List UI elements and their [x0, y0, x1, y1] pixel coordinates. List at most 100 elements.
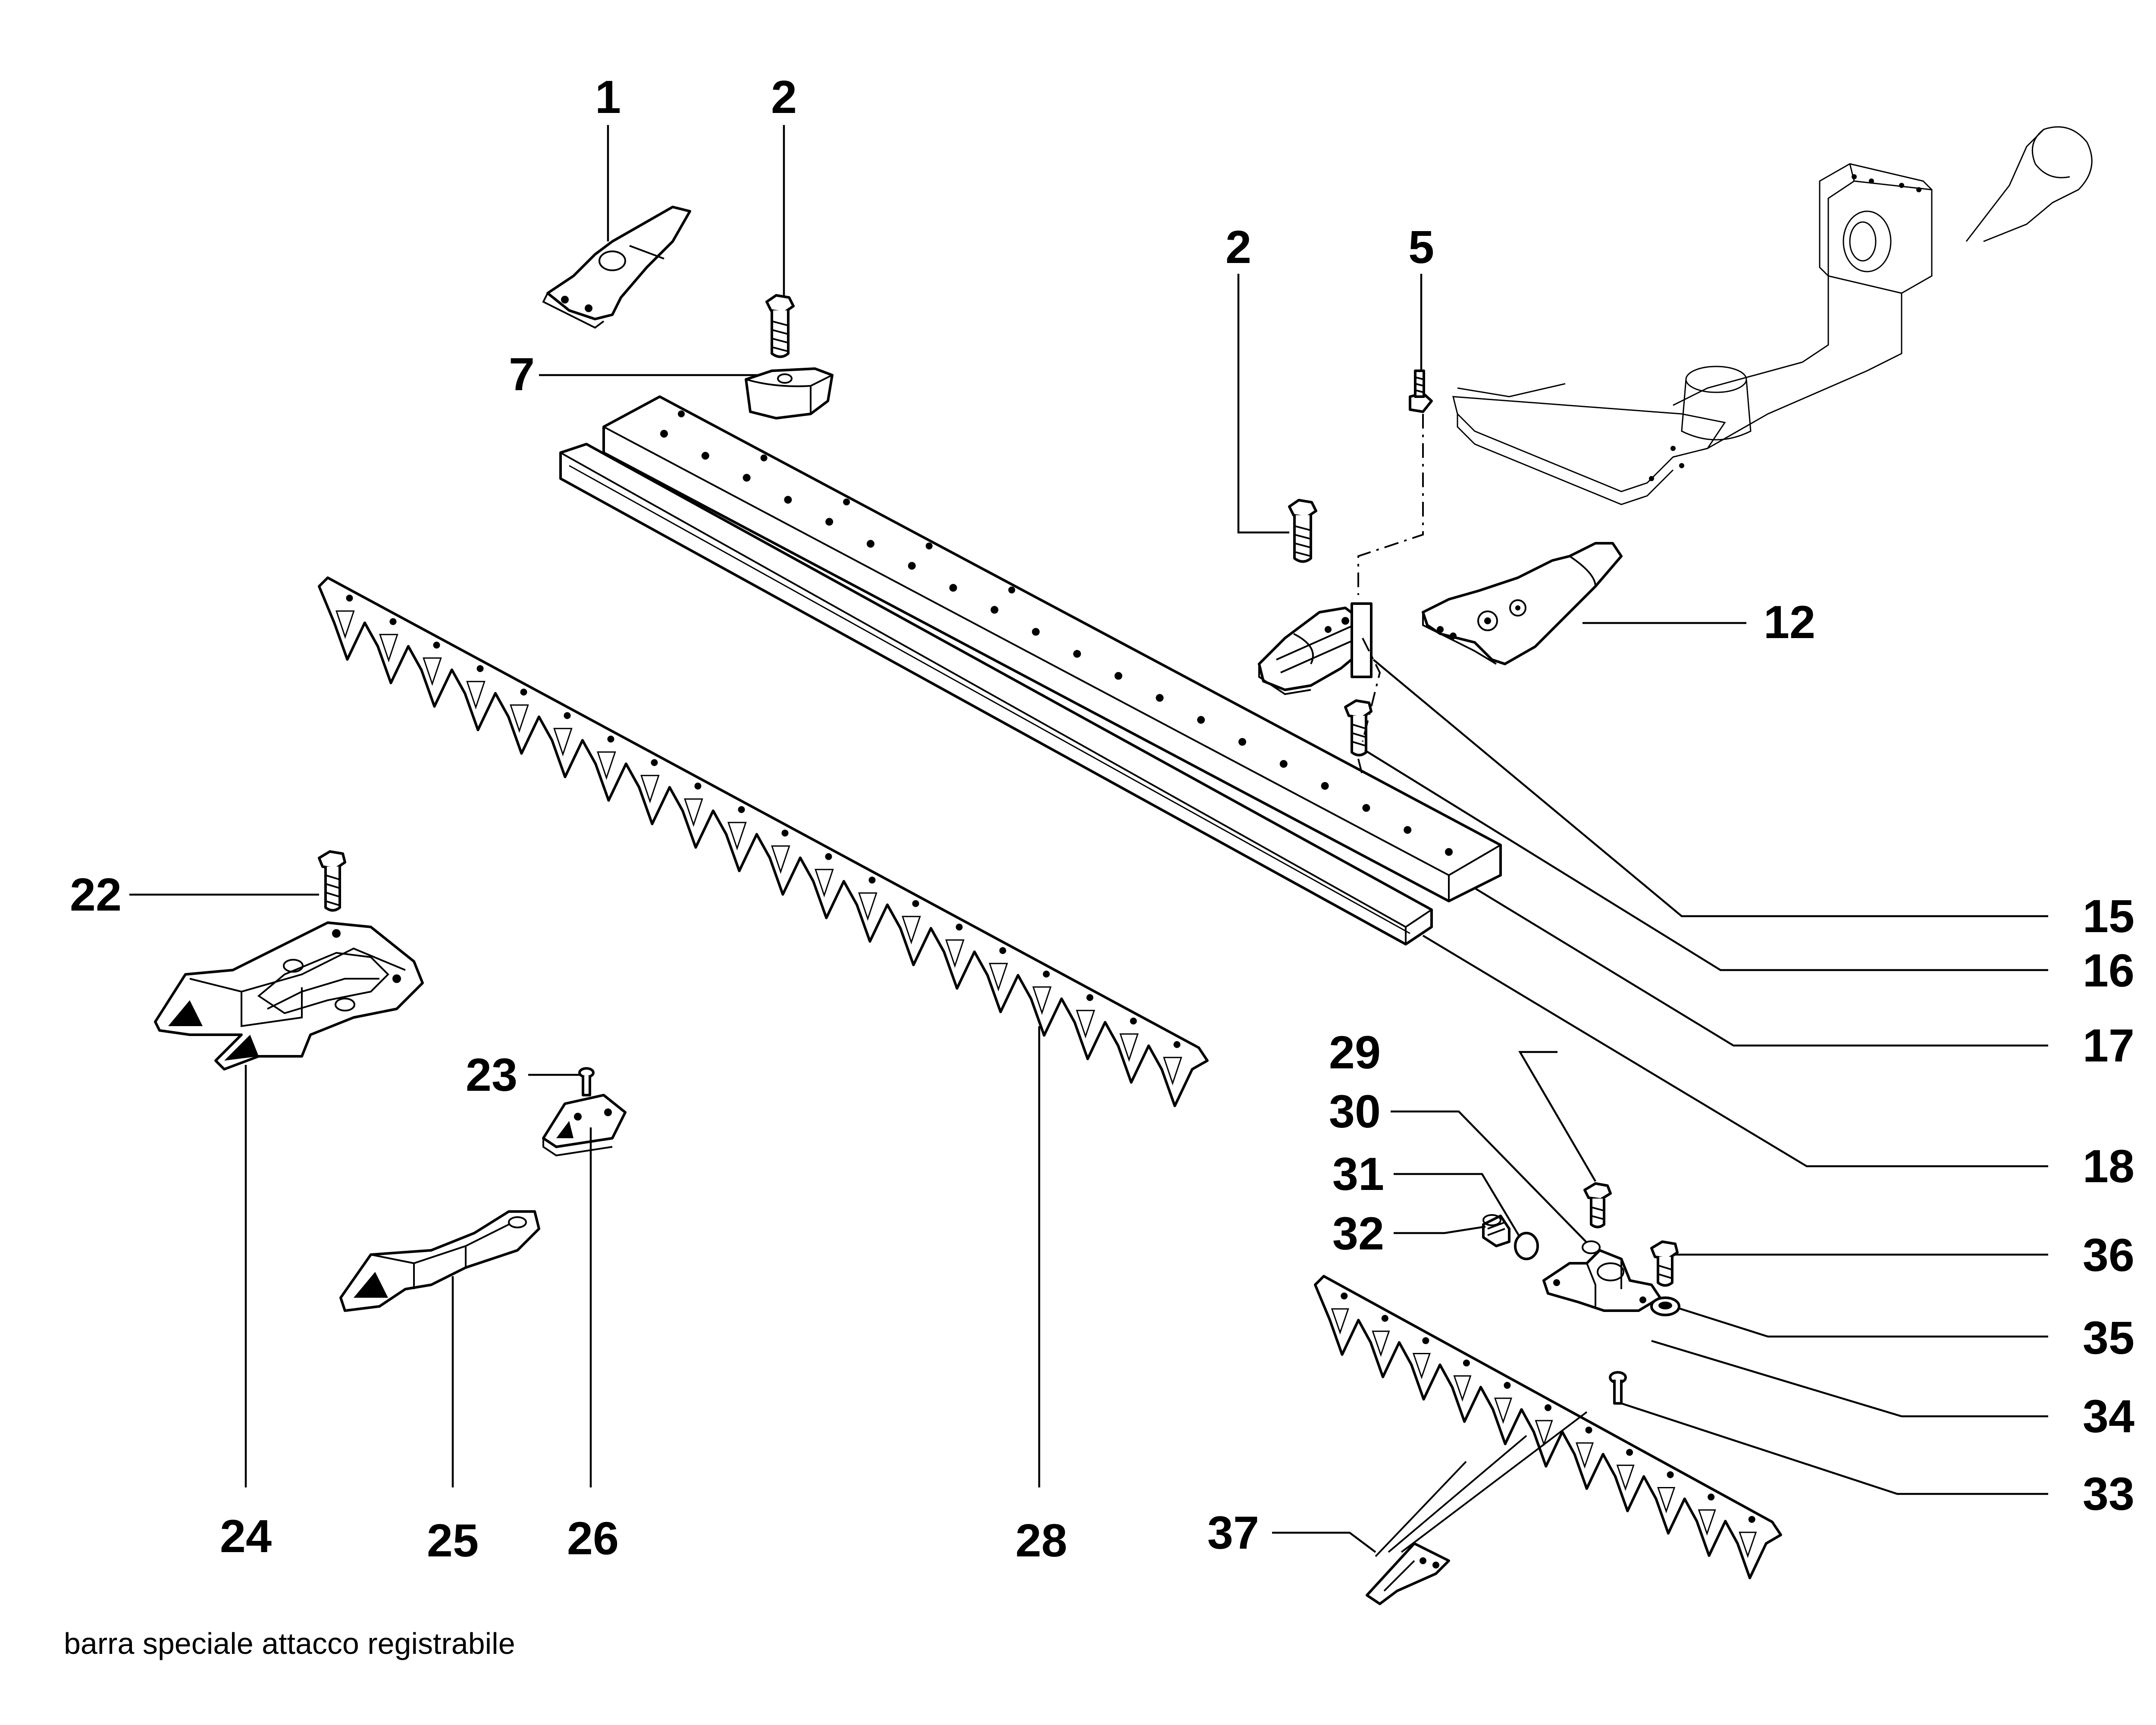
hole-mark — [651, 759, 658, 766]
part-15-clip — [1258, 602, 1373, 695]
hole-mark — [1197, 716, 1205, 724]
hole-mark — [843, 498, 850, 506]
callout-7: 7 — [509, 348, 535, 400]
hole-mark — [949, 584, 957, 592]
knife-tooth — [1372, 1331, 1390, 1357]
hole-mark — [1341, 1292, 1348, 1299]
hole-mark — [520, 689, 527, 696]
hole-mark — [760, 454, 768, 462]
hole-mark — [564, 712, 571, 719]
hole-mark — [908, 562, 916, 570]
leader-lines — [129, 125, 2048, 1557]
knife-tooth — [1535, 1420, 1553, 1446]
knife-tooth — [1739, 1531, 1757, 1558]
part-2-bolt-right — [1288, 499, 1317, 563]
hole-mark — [868, 877, 876, 884]
knife-tooth — [423, 657, 442, 686]
hole-mark — [1748, 1516, 1755, 1523]
knife-tooth — [1453, 1375, 1472, 1402]
hole-mark — [781, 830, 789, 837]
knife-tooth — [1698, 1509, 1716, 1536]
hole-mark — [660, 430, 668, 438]
hole-mark — [999, 947, 1006, 954]
knife-tooth — [597, 751, 616, 780]
diagram-caption: barra speciale attacco registrabile — [64, 1627, 515, 1660]
hole-mark — [738, 806, 745, 813]
callout-17: 17 — [2083, 1019, 2134, 1071]
knife-tooth — [466, 681, 486, 710]
part-5-bolt — [1357, 369, 1433, 595]
hole-mark — [1585, 1426, 1592, 1434]
callout-23: 23 — [466, 1049, 517, 1101]
knife-tooth — [379, 634, 398, 663]
hole-mark — [1708, 1493, 1715, 1501]
knife-tooth — [858, 892, 877, 921]
hole-mark — [825, 518, 834, 526]
callout-12: 12 — [1764, 596, 1815, 648]
part-25-guard — [339, 1210, 540, 1312]
hole-mark — [1422, 1337, 1429, 1344]
hole-mark — [1008, 586, 1015, 594]
knife-tooth — [553, 728, 573, 757]
callout-2-mid: 2 — [1225, 221, 1251, 273]
cutter-bar-drawing — [559, 395, 1502, 945]
knife-tooth — [1076, 1010, 1095, 1039]
knife-tooth — [1163, 1057, 1182, 1086]
knife-tooth — [989, 963, 1008, 992]
part-31-cap — [1514, 1232, 1539, 1260]
callout-22: 22 — [70, 868, 122, 920]
part-24-guard — [154, 921, 424, 1071]
callout-31: 31 — [1332, 1148, 1384, 1200]
hole-mark — [912, 900, 919, 907]
knife-tooth — [335, 610, 355, 639]
callout-15: 15 — [2083, 890, 2134, 942]
part-34-knife-head — [1542, 1249, 1661, 1312]
knife-tooth — [1616, 1465, 1635, 1491]
callout-16: 16 — [2083, 944, 2134, 996]
knife-tooth — [945, 939, 965, 968]
callout-29: 29 — [1329, 1026, 1381, 1078]
part-33-rivet — [1609, 1371, 1627, 1405]
callout-2-top: 2 — [771, 71, 797, 123]
knife-tooth — [1657, 1487, 1676, 1514]
hole-mark — [1545, 1404, 1551, 1411]
knife-tooth — [902, 916, 921, 945]
hole-mark — [389, 618, 397, 625]
part-29-bolt — [1583, 1182, 1612, 1228]
part-22-bolt — [318, 850, 346, 912]
hole-mark — [925, 542, 933, 550]
knife-tooth — [510, 704, 529, 733]
hole-mark — [1463, 1359, 1470, 1367]
hole-mark — [701, 452, 709, 460]
hole-mark — [1238, 738, 1247, 746]
knife-tooth — [815, 869, 834, 898]
part-16-bolt — [1344, 638, 1381, 776]
hole-mark — [956, 924, 963, 931]
callout-34: 34 — [2083, 1390, 2134, 1442]
hole-mark — [866, 540, 874, 548]
hole-mark — [1362, 804, 1370, 812]
knife-tooth — [1494, 1397, 1513, 1424]
callout-1: 1 — [595, 71, 621, 123]
knife-tooth — [1032, 986, 1052, 1015]
callout-18: 18 — [2083, 1140, 2134, 1192]
part-30-ring — [1582, 1240, 1601, 1254]
hole-mark — [1086, 994, 1094, 1001]
callout-36: 36 — [2083, 1229, 2134, 1281]
callout-30: 30 — [1329, 1085, 1381, 1137]
part-26-plate — [542, 1094, 627, 1157]
hole-mark — [1130, 1017, 1137, 1025]
callout-32: 32 — [1332, 1207, 1384, 1259]
callout-5: 5 — [1408, 221, 1434, 273]
hole-mark — [678, 410, 685, 417]
knife-strip-drawing — [318, 576, 1209, 1107]
knife-tooth — [640, 775, 660, 804]
knife-tooth — [727, 822, 747, 851]
knife-tooth — [1412, 1353, 1431, 1380]
hole-mark — [1321, 782, 1329, 790]
callout-37: 37 — [1207, 1506, 1259, 1559]
mower-frame-drawing — [1452, 126, 2093, 505]
callout-24: 24 — [220, 1510, 272, 1562]
part-32-bushing — [1482, 1214, 1510, 1247]
